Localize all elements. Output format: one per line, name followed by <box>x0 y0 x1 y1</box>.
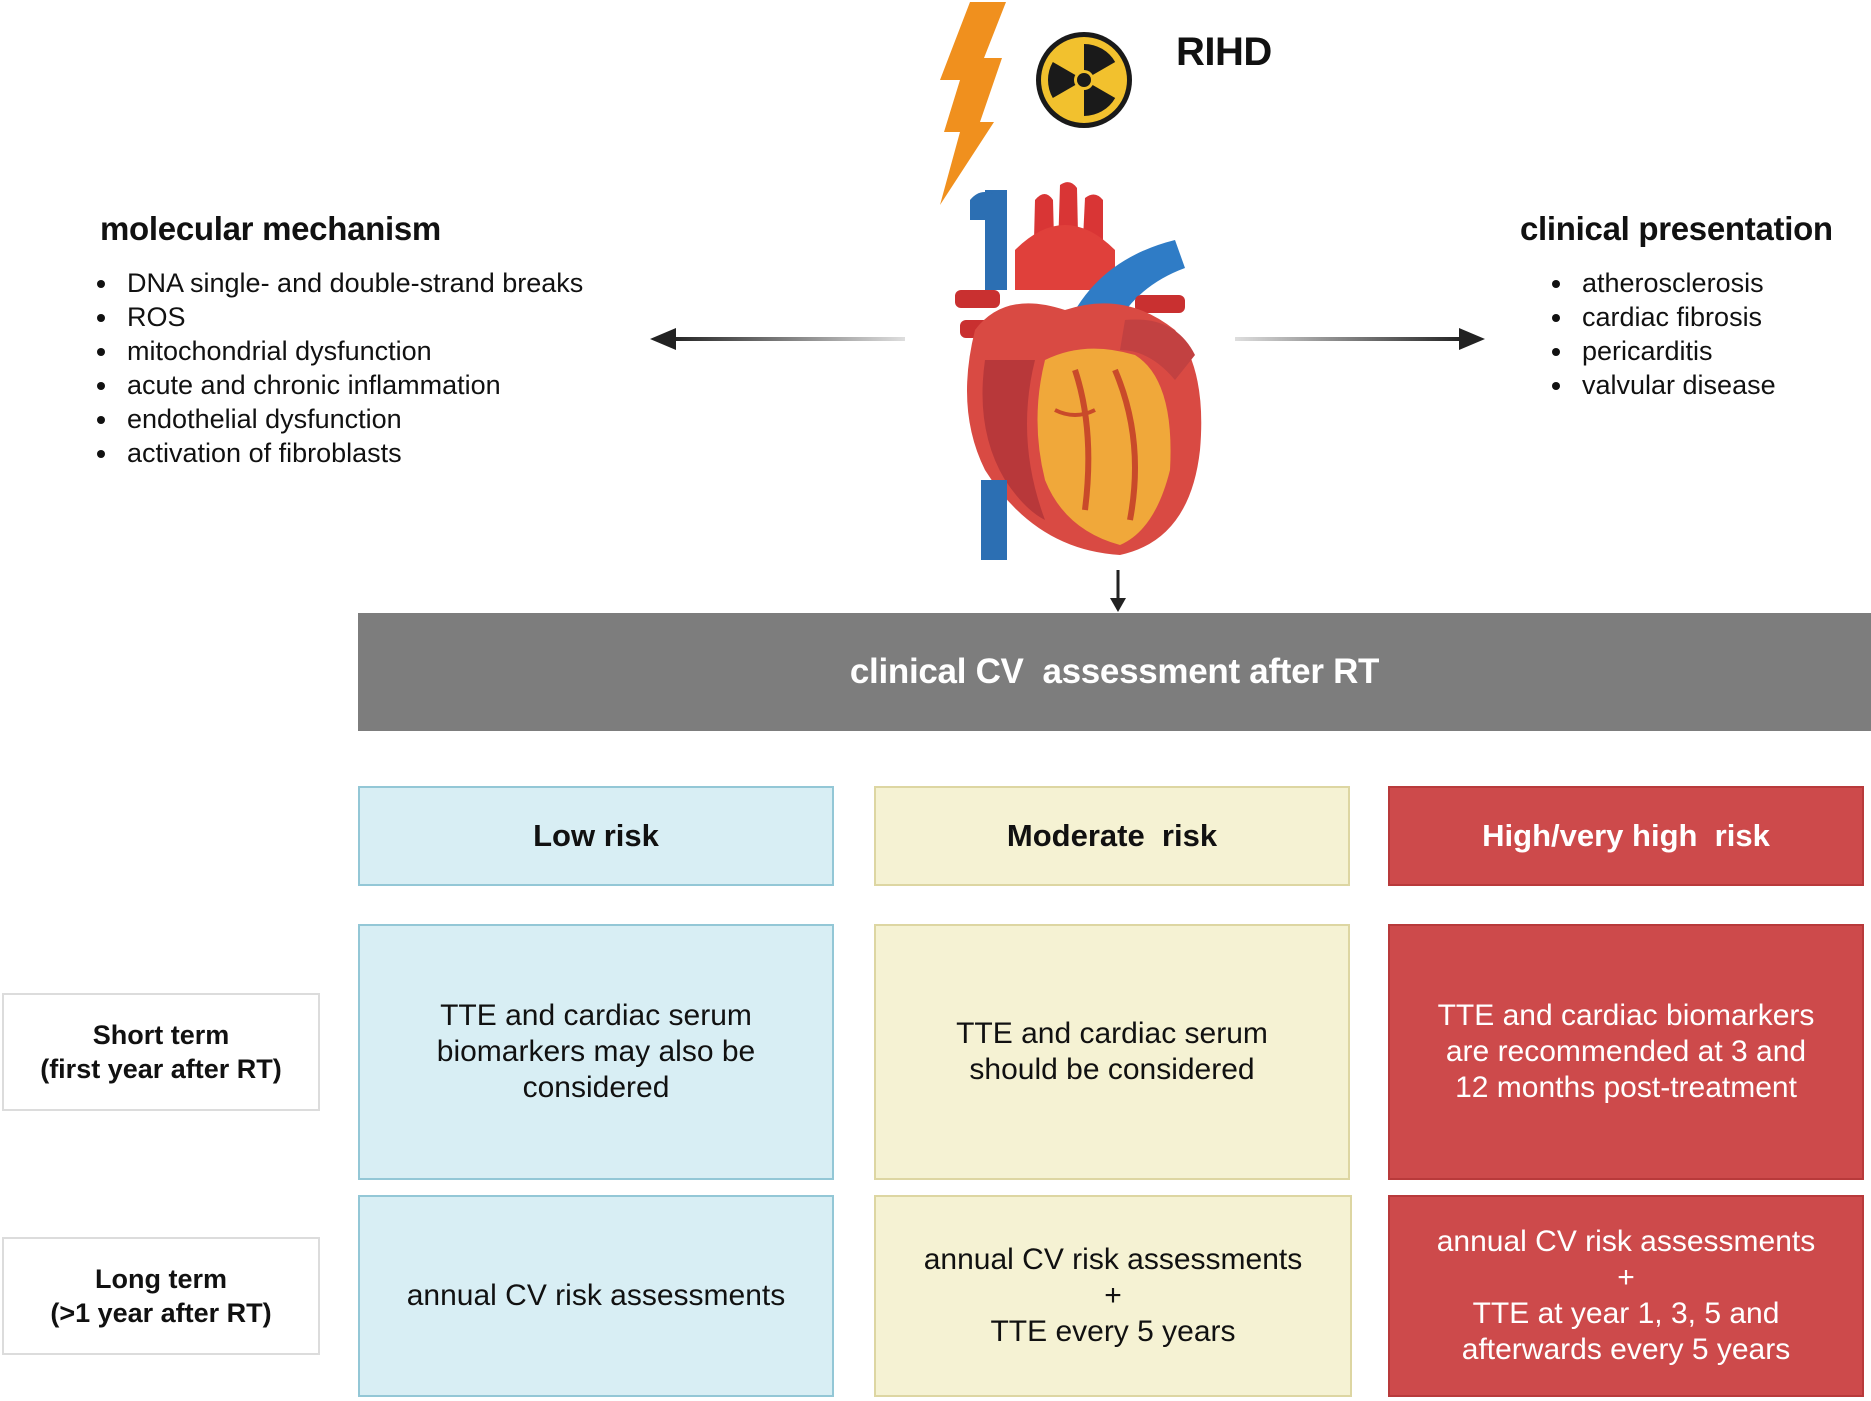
list-item: ROS <box>97 300 583 334</box>
long-term-high-cell: annual CV risk assessments + TTE at year… <box>1388 1195 1864 1397</box>
list-item: pericarditis <box>1552 334 1776 368</box>
diagram-title: RIHD <box>1176 30 1272 74</box>
short-term-high-cell: TTE and cardiac biomarkers are recommend… <box>1388 924 1864 1180</box>
molecular-mechanism-heading: molecular mechanism <box>100 210 441 247</box>
clinical-presentation-heading: clinical presentation <box>1520 210 1833 247</box>
heart-icon <box>955 182 1202 560</box>
high-risk-header: High/very high risk <box>1388 786 1864 886</box>
molecular-mechanism-list: DNA single- and double-strand breaks ROS… <box>97 266 583 470</box>
long-term-label: Long term (>1 year after RT) <box>2 1237 320 1355</box>
list-item: cardiac fibrosis <box>1552 300 1776 334</box>
short-term-moderate-cell: TTE and cardiac serum should be consider… <box>874 924 1350 1180</box>
list-item: atherosclerosis <box>1552 266 1776 300</box>
list-item: valvular disease <box>1552 368 1776 402</box>
list-item: DNA single- and double-strand breaks <box>97 266 583 300</box>
short-term-low-cell: TTE and cardiac serum biomarkers may als… <box>358 924 834 1180</box>
list-item: mitochondrial dysfunction <box>97 334 583 368</box>
arrow-left-icon <box>650 328 905 350</box>
low-risk-header: Low risk <box>358 786 834 886</box>
lightning-icon <box>940 2 1006 205</box>
radiation-icon <box>1036 32 1132 128</box>
short-term-label: Short term (first year after RT) <box>2 993 320 1111</box>
arrow-down-icon <box>1110 570 1126 612</box>
list-item: acute and chronic inflammation <box>97 368 583 402</box>
long-term-low-cell: annual CV risk assessments <box>358 1195 834 1397</box>
arrow-right-icon <box>1235 328 1485 350</box>
list-item: endothelial dysfunction <box>97 402 583 436</box>
assessment-banner: clinical CV assessment after RT <box>358 613 1871 731</box>
list-item: activation of fibroblasts <box>97 436 583 470</box>
clinical-presentation-list: atherosclerosis cardiac fibrosis pericar… <box>1552 266 1776 402</box>
moderate-risk-header: Moderate risk <box>874 786 1350 886</box>
long-term-moderate-cell: annual CV risk assessments + TTE every 5… <box>874 1195 1352 1397</box>
